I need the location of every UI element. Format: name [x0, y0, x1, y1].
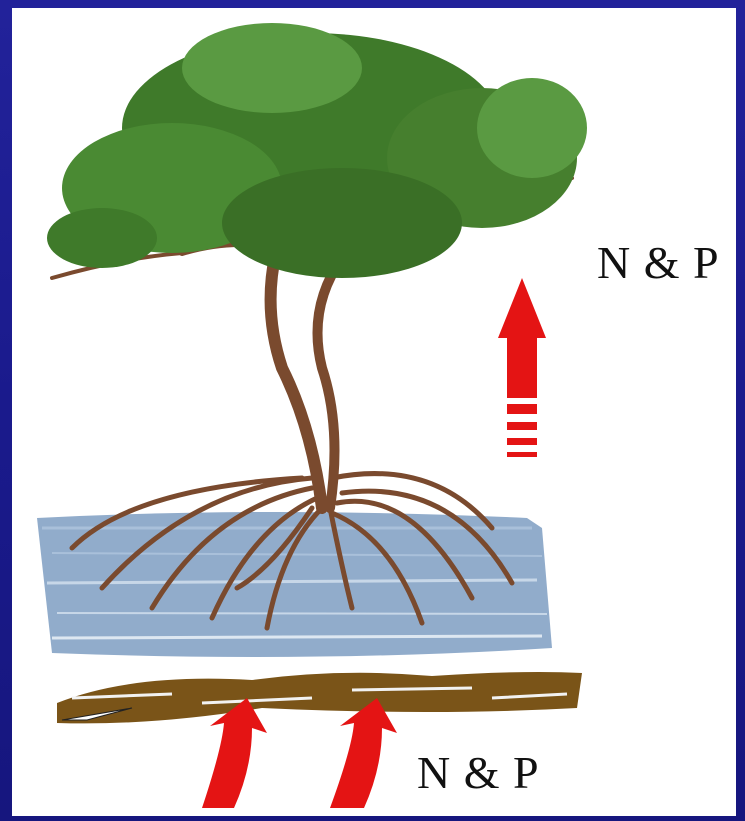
diagram-panel: N & P N & P [12, 8, 736, 816]
nutrient-label-lower: N & P [417, 746, 540, 799]
nutrient-label-upper: N & P [597, 236, 720, 289]
upward-arrow [498, 278, 546, 457]
mangrove-illustration [12, 8, 736, 816]
sediment-layer [57, 672, 582, 723]
canopy [47, 23, 587, 278]
soil-uptake-arrows [202, 698, 397, 808]
